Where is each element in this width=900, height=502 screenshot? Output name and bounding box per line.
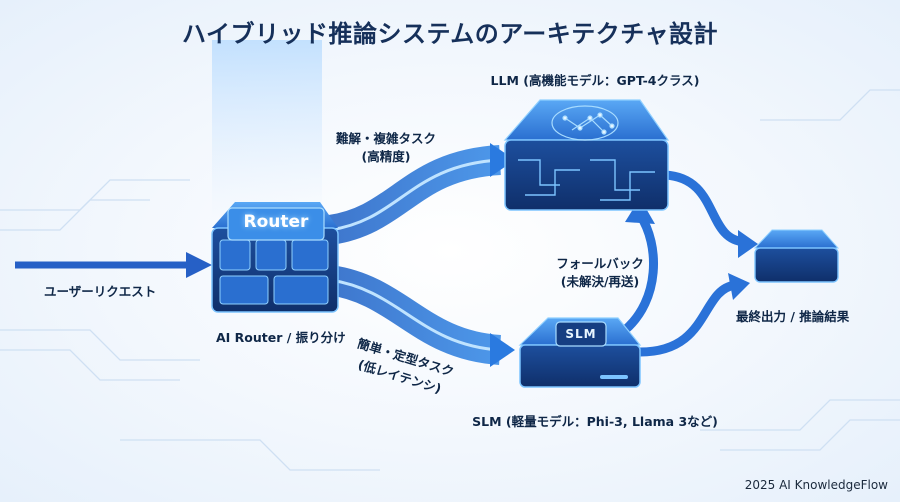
page-title: ハイブリッド推論システムのアーキテクチャ設計 (181, 20, 719, 48)
output-cube (753, 229, 840, 283)
fallback-arrow-head (625, 198, 655, 224)
input-label: ユーザーリクエスト (44, 284, 157, 299)
credit-text: 2025 AI KnowledgeFlow (744, 478, 888, 492)
llm-output-arrow-head (738, 230, 758, 258)
hard-task-flow (327, 145, 502, 245)
slm-box-text: SLM (565, 327, 597, 341)
circuit-pattern-icon (518, 159, 655, 201)
router-box-text: Router (243, 212, 309, 232)
slm-caption: SLM (軽量モデル：Phi-3, Llama 3など) (472, 414, 718, 429)
router-caption: AI Router / 振り分け (216, 330, 346, 345)
output-label: 最終出力 / 推論結果 (736, 309, 850, 324)
llm-output-flow (664, 170, 746, 247)
fallback-label-line1: フォールバック (556, 256, 644, 271)
hard-task-label-line1: 難解・複雑タスク (335, 131, 436, 146)
fallback-flow (621, 212, 658, 334)
slm-output-arrow-head (728, 273, 750, 300)
router-light-beam (212, 40, 322, 220)
simple-task-flow-highlight (329, 278, 501, 352)
hard-task-flow-highlight (329, 158, 501, 232)
llm-cube (503, 99, 670, 211)
slm-cube (518, 317, 642, 388)
slm-output-flow (639, 280, 737, 357)
hard-task-arrow-head (490, 143, 515, 177)
llm-caption: LLM (高機能モデル：GPT-4クラス) (490, 73, 700, 88)
chip-icon (555, 321, 607, 347)
input-arrow-head (186, 252, 212, 278)
simple-task-arrow-head (490, 333, 515, 367)
fallback-label-line2: (未解決/再送) (560, 274, 640, 289)
router-cube (211, 202, 339, 313)
brain-icon (551, 105, 619, 141)
hard-task-label-line2: (高精度) (361, 149, 411, 164)
circuit-traces (0, 89, 900, 471)
